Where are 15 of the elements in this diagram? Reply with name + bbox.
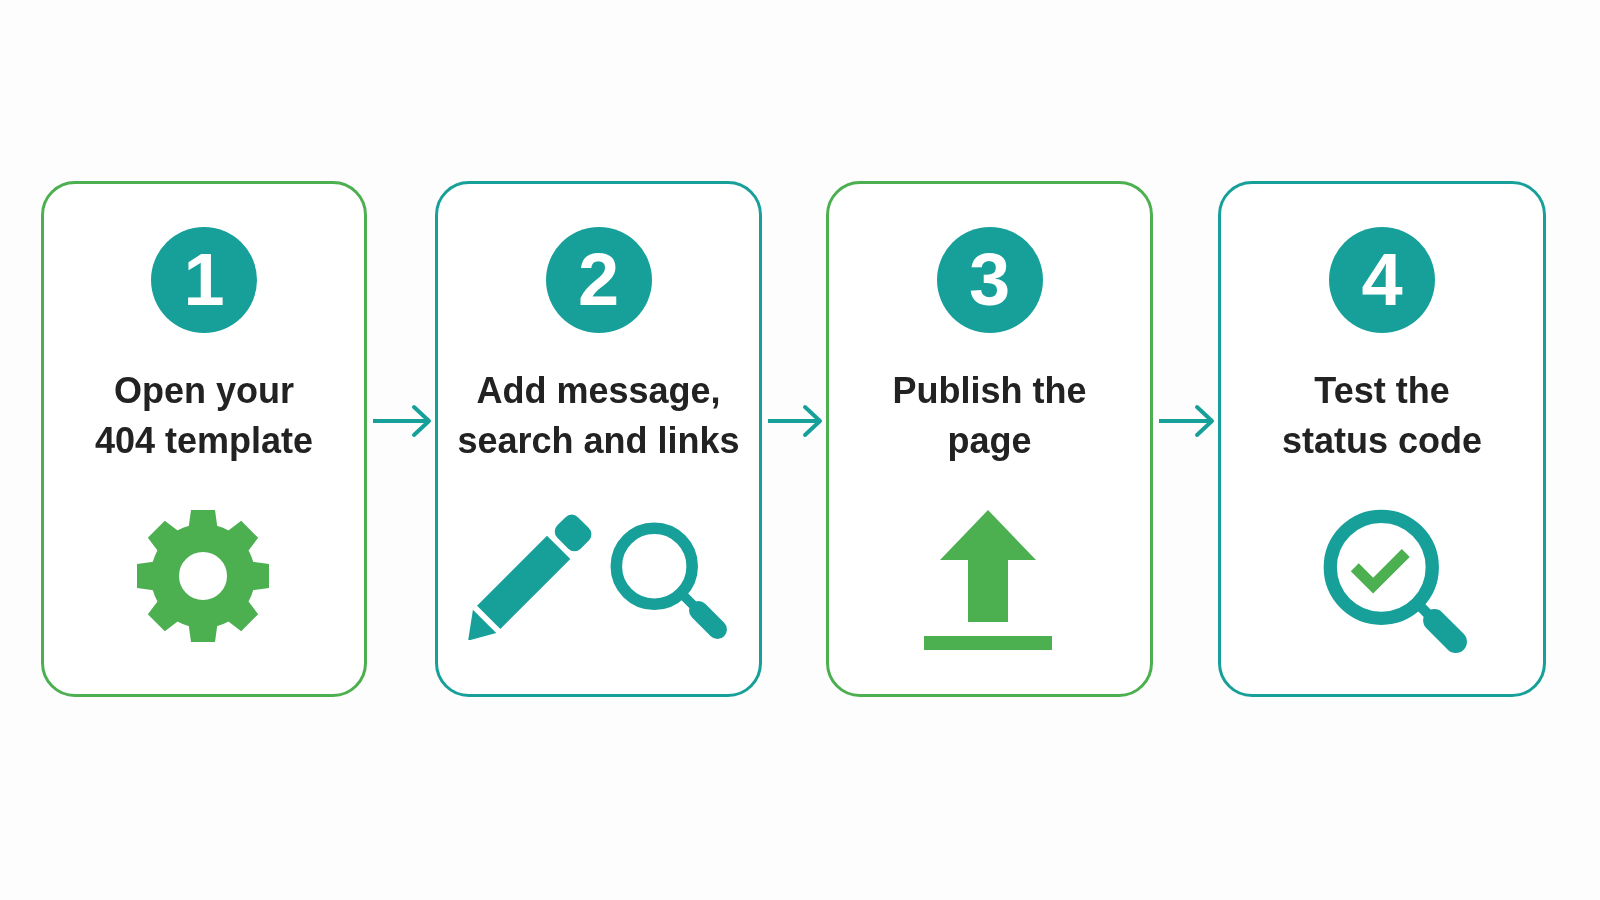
arrow — [1159, 405, 1214, 437]
step-title: Test the status code — [1280, 369, 1484, 463]
step-card — [826, 181, 1153, 697]
step-number-circle: 2 — [545, 227, 652, 333]
step-number-circle: 3 — [936, 227, 1043, 333]
step-card — [41, 181, 367, 697]
step-card — [435, 181, 762, 697]
step-number-circle: 4 — [1329, 227, 1435, 333]
arrow — [768, 405, 822, 437]
step-title: Publish the page — [891, 369, 1088, 463]
step-title: Open your 404 template — [93, 369, 315, 463]
step-title: Add message, search and links — [456, 369, 741, 463]
step-card — [1218, 181, 1546, 697]
arrow — [373, 405, 431, 437]
step-number-circle: 1 — [151, 227, 257, 333]
